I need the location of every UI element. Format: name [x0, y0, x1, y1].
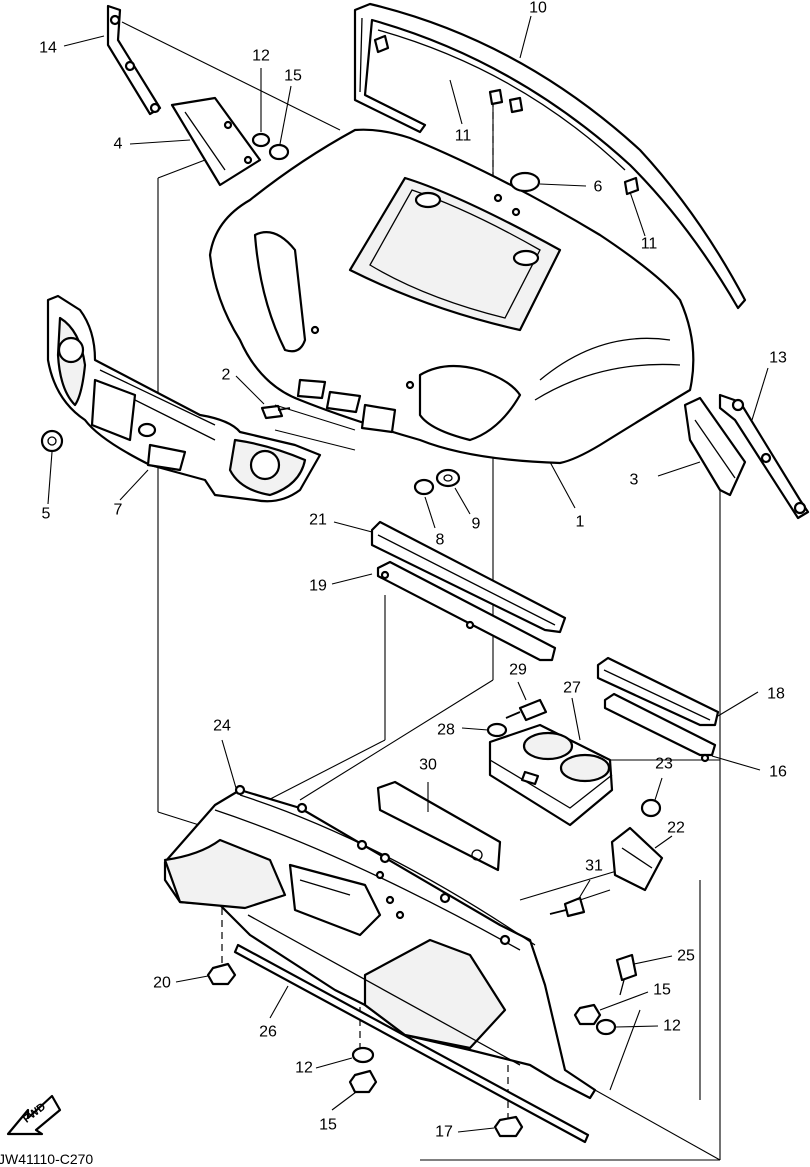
callout-12-bottom: 12 [295, 1060, 313, 1077]
rail-caps [373, 34, 640, 196]
callout-12-right: 12 [663, 1018, 681, 1035]
callout-20: 20 [153, 975, 171, 992]
callout-29: 29 [509, 662, 527, 679]
callout-23: 23 [655, 756, 673, 773]
callout-16: 16 [769, 764, 787, 781]
grab-rail [353, 2, 747, 310]
nuts [206, 962, 617, 1138]
plate [376, 780, 502, 872]
callout-9: 9 [472, 516, 481, 533]
callout-7: 7 [114, 502, 123, 519]
lower-dash [163, 784, 597, 1100]
callout-6: 6 [594, 179, 603, 196]
callout-28: 28 [437, 722, 455, 739]
callout-12-top: 12 [252, 48, 270, 65]
callout-1: 1 [576, 514, 585, 531]
callout-22: 22 [667, 820, 685, 837]
callout-11-top: 11 [455, 128, 472, 145]
callout-21: 21 [309, 512, 327, 529]
callouts: 1 2 3 4 5 6 7 8 9 10 11 11 12 12 12 13 1… [39, 0, 787, 1141]
cover-left [370, 520, 567, 662]
front-panel [208, 128, 695, 465]
right-stay [718, 393, 810, 520]
left-bracket [170, 96, 262, 187]
callout-15-top: 15 [284, 68, 302, 85]
strip [233, 914, 590, 1144]
callout-3: 3 [630, 472, 639, 489]
callout-2: 2 [222, 367, 231, 384]
callout-5: 5 [42, 506, 51, 523]
callout-27: 27 [563, 680, 581, 697]
screws-clips [486, 698, 664, 996]
callout-4: 4 [114, 136, 123, 153]
callout-24: 24 [213, 718, 231, 735]
callout-14: 14 [39, 40, 57, 57]
callout-26: 26 [259, 1024, 277, 1041]
callout-31: 31 [585, 858, 603, 875]
callout-leaders [47, 15, 769, 1133]
callout-13: 13 [769, 350, 787, 367]
callout-18: 18 [767, 686, 785, 703]
fasteners [40, 132, 461, 496]
callout-15-bottom: 15 [319, 1117, 337, 1134]
callout-30: 30 [419, 757, 437, 774]
callout-10: 10 [529, 0, 547, 17]
callout-11-right: 11 [641, 236, 658, 253]
callout-19: 19 [309, 578, 327, 595]
diagram-code: JW41110-C270 [0, 1151, 93, 1167]
callout-15-right: 15 [653, 982, 671, 999]
callout-8: 8 [436, 532, 445, 549]
fwd-arrow-icon: FWD [6, 1094, 62, 1136]
callout-17: 17 [435, 1124, 453, 1141]
left-stay [106, 4, 162, 116]
callout-25: 25 [677, 948, 695, 965]
cover-right [596, 656, 720, 763]
right-bracket [683, 396, 747, 497]
cup-holder [488, 723, 614, 827]
headlight-bezel [46, 294, 322, 503]
